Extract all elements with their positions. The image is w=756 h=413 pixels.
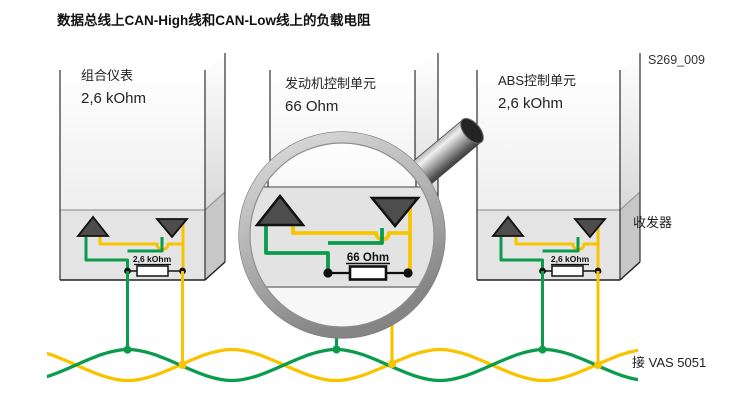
lens-ring bbox=[239, 132, 445, 338]
magnifier: 66 Ohm bbox=[238, 117, 484, 339]
bus-junction-yellow-2 bbox=[388, 360, 396, 368]
bus-green-wire bbox=[47, 347, 638, 383]
unit3-name: ABS控制单元 bbox=[498, 73, 576, 88]
unit1-transmit-triangle-icon bbox=[76, 215, 110, 237]
unit2-value: 66 Ohm bbox=[285, 98, 338, 115]
unit3-resistor: 2,6 kOhm bbox=[539, 254, 602, 277]
magnified-receive-triangle-icon bbox=[369, 196, 421, 228]
bus-junction-green-3 bbox=[538, 345, 547, 354]
unit1-value: 2,6 kOhm bbox=[81, 90, 146, 107]
bus-junction-green-2 bbox=[332, 345, 341, 354]
unit3-wiring bbox=[499, 221, 600, 271]
can-bus-twisted-pair bbox=[47, 347, 638, 383]
transceiver-label: 收发器 bbox=[633, 215, 672, 230]
unit2-name: 发动机控制单元 bbox=[285, 76, 376, 91]
magnified-green-wire bbox=[264, 226, 384, 273]
magnified-transmit-triangle-icon bbox=[254, 193, 306, 227]
unit3-transmit-triangle-icon bbox=[491, 215, 525, 237]
magnified-resistor: 66 Ohm bbox=[323, 252, 413, 281]
figure-code: S269_009 bbox=[648, 53, 705, 67]
bus-junction-green-1 bbox=[123, 345, 132, 354]
bus-junction-yellow-1 bbox=[178, 361, 187, 369]
unit1-resistor-label: 2,6 kOhm bbox=[133, 254, 172, 264]
unit3-value: 2,6 kOhm bbox=[498, 95, 563, 112]
bus-yellow-wire bbox=[47, 347, 638, 383]
unit3-green-wire bbox=[499, 237, 580, 271]
unit1-name: 组合仪表 bbox=[81, 68, 133, 83]
magnifier-lens-view: 66 Ohm bbox=[250, 143, 434, 327]
lens-inner-rim bbox=[249, 142, 435, 328]
vas5051-label: 接 VAS 5051 bbox=[632, 355, 706, 370]
unit1-green-wire bbox=[84, 237, 164, 271]
diagram-title: 数据总线上CAN-High线和CAN-Low线上的负载电阻 bbox=[57, 12, 371, 28]
unit-box-instrument-cluster: 2,6 kOhm 组合仪表 2,6 kOhm bbox=[59, 53, 226, 282]
unit-box-abs: 2,6 kOhm ABS控制单元 2,6 kOhm bbox=[476, 53, 641, 282]
bus-junction-yellow-3 bbox=[594, 361, 602, 369]
unit1-wiring bbox=[84, 221, 185, 271]
unit1-side-panel bbox=[205, 53, 225, 210]
unit3-receive-triangle-icon bbox=[573, 218, 607, 239]
unit3-resistor-label: 2,6 kOhm bbox=[551, 254, 590, 264]
unit3-side-panel bbox=[620, 53, 640, 210]
unit1-resistor: 2,6 kOhm bbox=[124, 254, 186, 277]
magnified-resistor-label: 66 Ohm bbox=[347, 252, 389, 264]
unit1-receive-triangle-icon bbox=[155, 218, 189, 239]
magnified-wiring bbox=[264, 203, 412, 273]
